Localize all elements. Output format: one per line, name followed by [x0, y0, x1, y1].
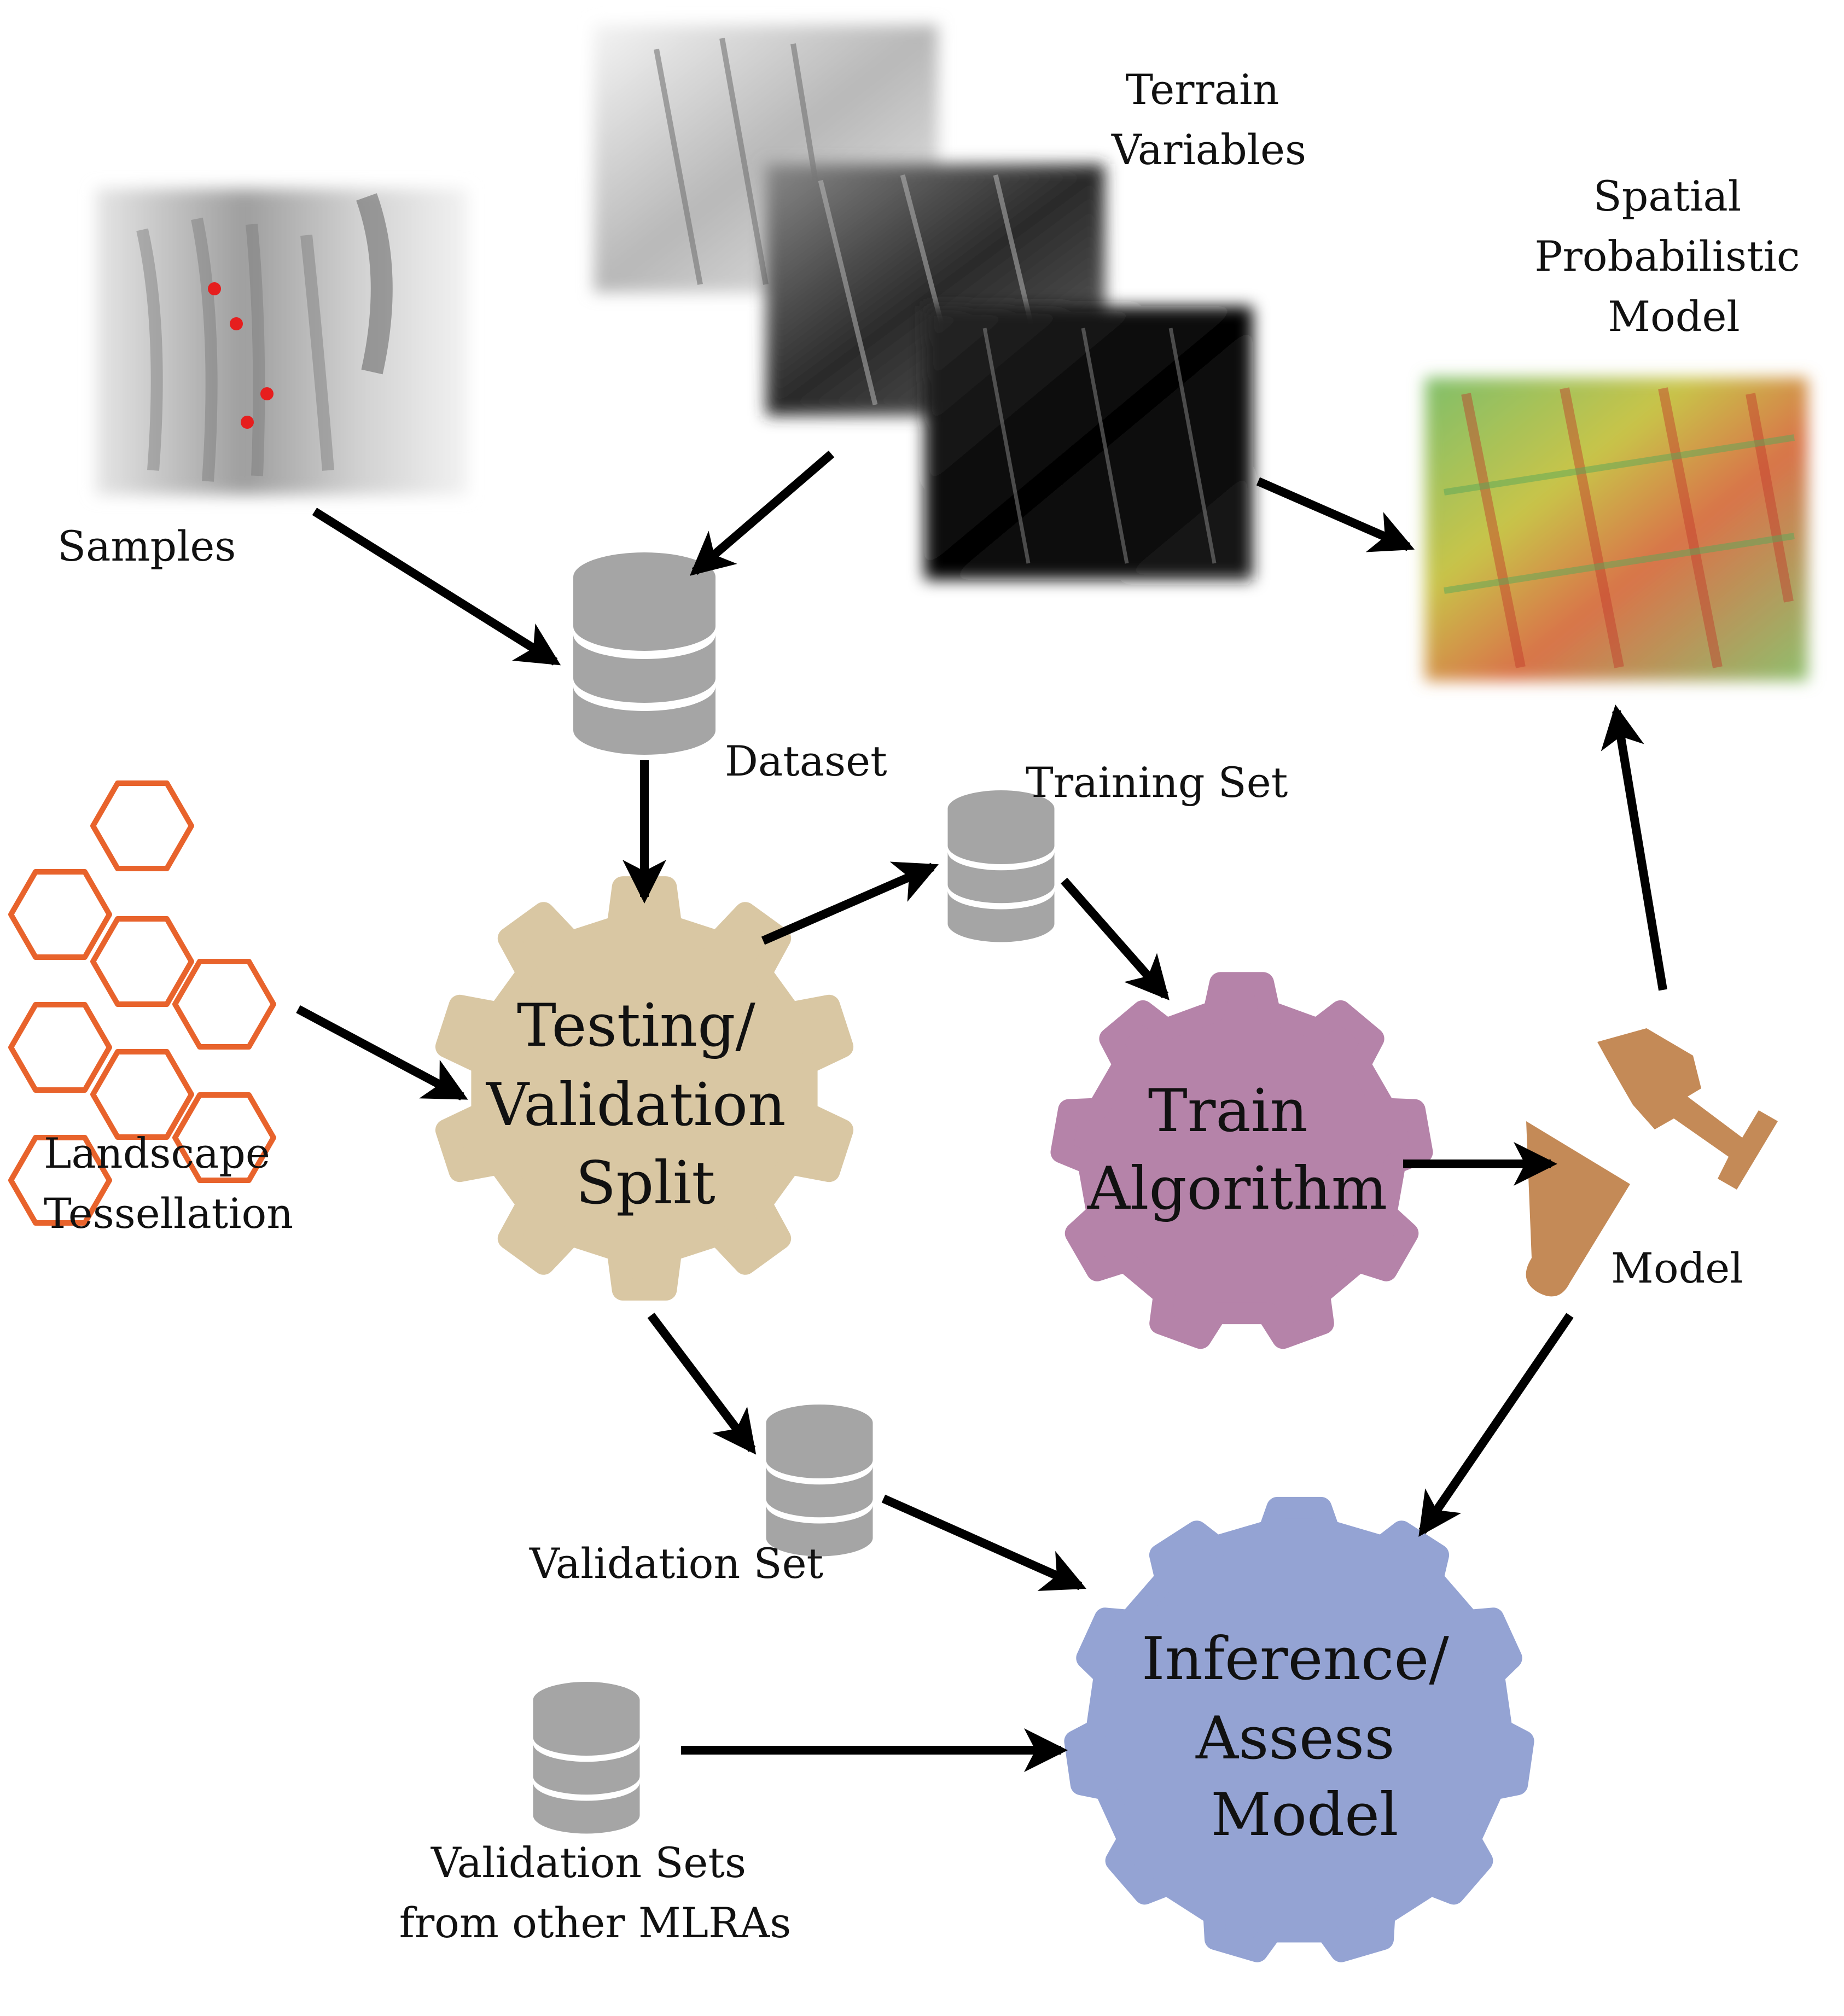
arrow-terrain-to-dataset	[689, 450, 835, 576]
spatial-model-label: Spatial Probabilistic Model	[1534, 172, 1813, 341]
arrow-training-set-to-train	[1060, 877, 1170, 1001]
validation-sets-other-label: Validation Sets from other MLRAs	[399, 1838, 792, 1947]
samples-hillshade-image	[96, 189, 468, 495]
landscape-tessellation-label: Landscape Tessellation	[44, 1129, 293, 1238]
sample-point	[241, 416, 254, 429]
hexagon-grid-icon	[8, 780, 276, 1226]
terrain-variables-images	[594, 25, 1253, 580]
samples-label: Samples	[57, 522, 236, 570]
train-gear	[1050, 972, 1433, 1349]
arrow-split-to-training-set	[761, 861, 939, 945]
arrow-samples-to-dataset	[312, 508, 561, 666]
arrow-split-to-validation-set	[647, 1313, 757, 1455]
train-gear-label: Train Algorithm	[1087, 1077, 1387, 1223]
split-gear	[435, 876, 854, 1301]
inference-gear	[1064, 1496, 1534, 1962]
arrow-terrain-to-spatial-model	[1256, 477, 1415, 552]
sample-point	[230, 317, 243, 330]
arrow-model-to-spatial-model	[1601, 704, 1667, 991]
sample-point	[260, 387, 274, 400]
arrow-model-to-inference	[1418, 1313, 1574, 1537]
spatial-probabilistic-model-image	[1425, 377, 1808, 681]
terrain-variables-label: Terrain Variables	[1111, 65, 1306, 174]
database-icon	[766, 1405, 873, 1557]
flow-arrows	[296, 450, 1667, 1772]
inference-gear-label: Inference/ Assess Model	[1142, 1625, 1468, 1849]
arrow-validation-set-to-inference	[881, 1494, 1086, 1591]
validation-set-label: Validation Set	[529, 1539, 823, 1588]
database-icon	[533, 1682, 640, 1834]
training-set-label: Training Set	[1026, 758, 1288, 807]
split-gear-label: Testing/ Validation Split	[485, 992, 805, 1217]
database-icon	[573, 552, 716, 755]
database-icon	[947, 790, 1055, 942]
arrow-tessellation-to-split	[296, 1005, 468, 1101]
model-label: Model	[1611, 1244, 1743, 1292]
sample-point	[208, 282, 221, 295]
dataset-label: Dataset	[725, 737, 887, 785]
